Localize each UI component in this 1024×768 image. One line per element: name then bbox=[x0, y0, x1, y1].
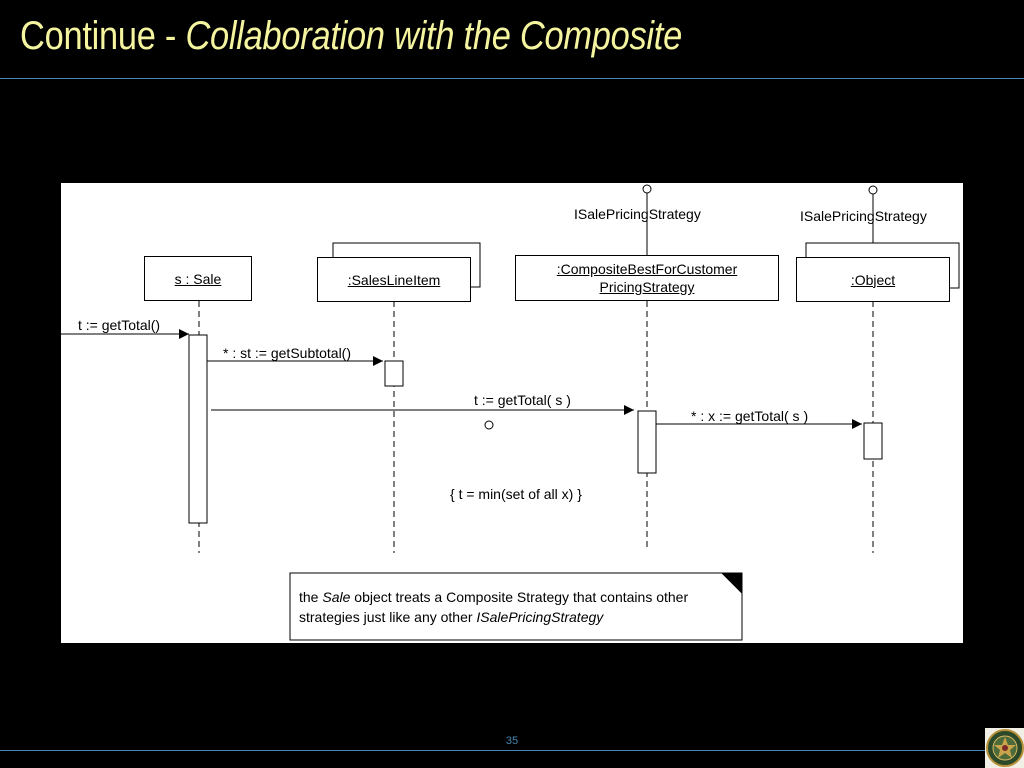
message-get-total-s: t := getTotal( s ) bbox=[474, 392, 571, 408]
interface-circle-object bbox=[868, 185, 878, 195]
message-get-subtotal: * : st := getSubtotal() bbox=[223, 345, 352, 361]
lifeline-head-object: :Object bbox=[796, 257, 950, 302]
title-italic: Collaboration with the Composite bbox=[185, 14, 682, 58]
interface-circle-composite bbox=[642, 184, 652, 194]
slide-title: Continue - Collaboration with the Compos… bbox=[20, 14, 682, 59]
activation-composite bbox=[637, 410, 657, 474]
note-fold-corner bbox=[720, 572, 743, 595]
title-prefix: Continue - bbox=[20, 14, 186, 58]
constraint-label: { t = min(set of all x) } bbox=[450, 486, 582, 502]
activation-sales-line-item bbox=[384, 360, 404, 387]
activation-sale bbox=[188, 334, 208, 524]
composite-interface-label: ISalePricingStrategy bbox=[574, 206, 701, 222]
lifeline-head-sales-line-item: :SalesLineItem bbox=[317, 257, 471, 302]
constraint-anchor-circle bbox=[484, 420, 494, 430]
composite-label-line1: :CompositeBestForCustomer bbox=[556, 261, 738, 277]
note-part2: object treats a Composite Strategy that … bbox=[299, 589, 689, 625]
activation-object bbox=[863, 422, 883, 460]
page-number: 35 bbox=[505, 735, 519, 747]
sale-label: s : Sale bbox=[174, 270, 222, 287]
message-get-total-x: * : x := getTotal( s ) bbox=[691, 408, 809, 424]
object-interface-label: ISalePricingStrategy bbox=[800, 208, 927, 224]
note-part1: the bbox=[299, 589, 323, 605]
seal-logo-icon bbox=[985, 728, 1024, 768]
object-label: :Object bbox=[850, 271, 896, 288]
message-get-total: t := getTotal() bbox=[78, 317, 161, 333]
sequence-diagram: s : Sale :SalesLineItem :CompositeBestFo… bbox=[61, 183, 963, 643]
title-divider bbox=[0, 78, 1024, 79]
note-italic2: ISalePricingStrategy bbox=[476, 609, 604, 625]
note-shape bbox=[289, 572, 743, 641]
lifeline-head-sale: s : Sale bbox=[144, 256, 252, 301]
diagram-graphics bbox=[61, 184, 960, 641]
note-italic1: Sale bbox=[322, 589, 351, 605]
footer-divider bbox=[0, 750, 985, 751]
note-text: the Sale object treats a Composite Strat… bbox=[299, 587, 719, 627]
sales-line-item-label: :SalesLineItem bbox=[347, 271, 441, 288]
composite-label-line2: PricingStrategy bbox=[599, 279, 695, 295]
